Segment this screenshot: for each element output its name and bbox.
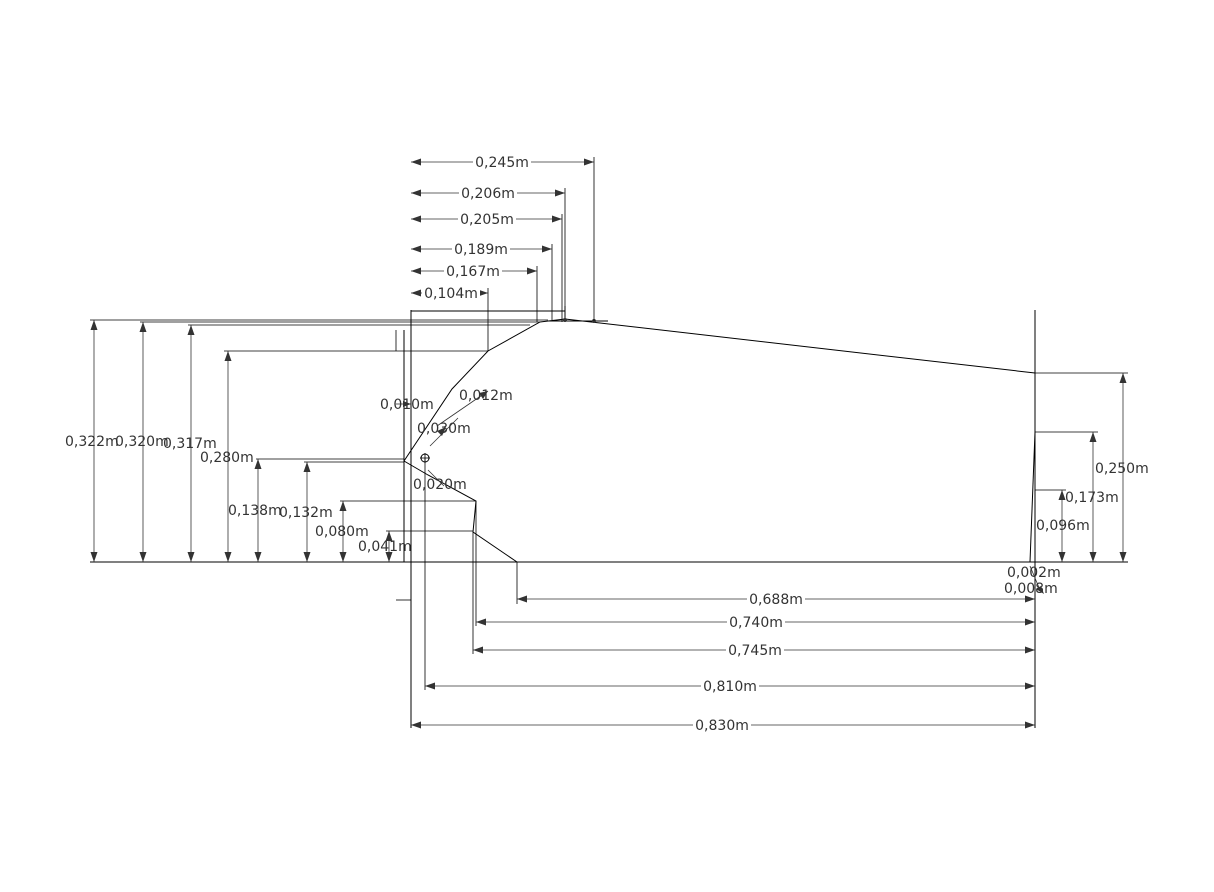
dim-top-label: 0,205m: [460, 212, 514, 228]
dim-right-label: 0,096m: [1036, 518, 1090, 534]
profile-outline: [90, 306, 1128, 728]
dim-inner-small: [396, 401, 411, 407]
dim-inner-lower: [427, 469, 445, 487]
dimension-lines: [90, 158, 1127, 729]
dim-left-4: [254, 459, 262, 562]
dim-right-label: 0,250m: [1095, 461, 1149, 477]
dim-right-label: 0,173m: [1065, 490, 1119, 506]
dim-left-7: [385, 531, 393, 562]
dim-bottom-label: 0,830m: [695, 718, 749, 734]
dim-bottom-label: 0,745m: [728, 643, 782, 659]
dim-right-2: [1058, 490, 1066, 562]
dim-top-label: 0,104m: [424, 286, 478, 302]
dim-bottom-label: 0,810m: [703, 679, 757, 695]
dim-left-5: [303, 462, 311, 562]
dim-bottom-label: 0,740m: [729, 615, 783, 631]
dim-left-3: [224, 351, 232, 562]
dim-bottom-label: 0,688m: [749, 592, 803, 608]
dim-right-label: 0,002m: [1007, 565, 1061, 581]
dim-left-label: 0,132m: [279, 505, 333, 521]
dim-right-0: [1119, 373, 1127, 562]
dim-left-label: 0,317m: [163, 436, 217, 452]
dim-left-1: [139, 322, 147, 562]
dim-right-1: [1089, 432, 1097, 562]
dim-inner-diag-b: [429, 417, 459, 447]
dim-left-label: 0,280m: [200, 450, 254, 466]
dim-top-label: 0,245m: [475, 155, 529, 171]
dim-right-small: [1029, 565, 1044, 594]
dim-left-label: 0,320m: [115, 434, 169, 450]
dim-right-label: 0,008m: [1004, 581, 1058, 597]
dim-left-0: [90, 320, 98, 562]
dim-top-label: 0,167m: [446, 264, 500, 280]
dim-inner-label: 0,030m: [417, 421, 471, 437]
dim-left-label: 0,041m: [358, 539, 412, 555]
dim-inner-diag-a: [436, 390, 489, 427]
dim-left-label: 0,080m: [315, 524, 369, 540]
dim-left-6: [339, 501, 347, 562]
dimension-labels: 0,245m 0,206m 0,205m 0,189m 0,167m 0,104…: [65, 154, 1149, 734]
dim-inner-label: 0,020m: [413, 477, 467, 493]
dim-top-label: 0,189m: [454, 242, 508, 258]
dim-left-2: [187, 325, 195, 562]
point-marker: [563, 318, 567, 322]
right-inner-line: [1029, 431, 1036, 563]
profile-shape: [403, 318, 1036, 462]
dim-left-label: 0,322m: [65, 434, 119, 450]
dim-left-label: 0,138m: [228, 503, 282, 519]
dim-top-label: 0,206m: [461, 186, 515, 202]
dim-inner-label: 0,012m: [459, 388, 513, 404]
extension-lines: [90, 157, 1128, 690]
dim-inner-label: 0,010m: [380, 397, 434, 413]
